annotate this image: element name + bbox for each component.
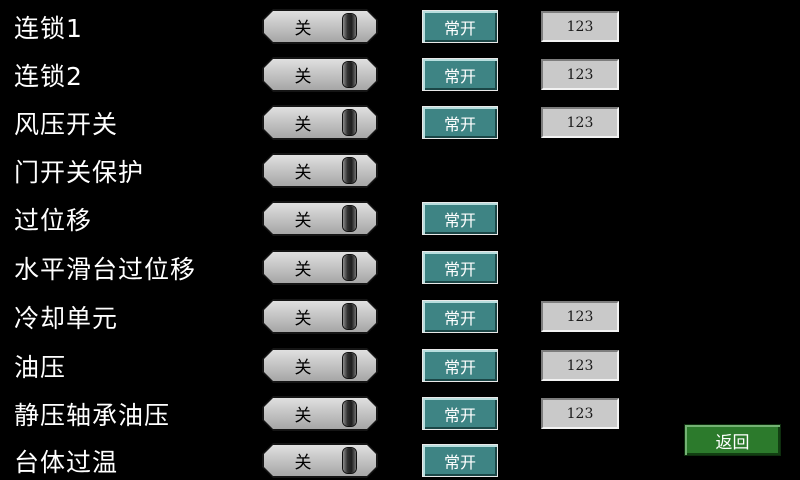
- value-field[interactable]: 123: [541, 350, 619, 381]
- normally-open-button[interactable]: 常开: [422, 397, 498, 430]
- toggle-knob-icon: [343, 14, 356, 39]
- table-row: 风压开关 关 常开 123: [0, 105, 800, 141]
- normally-open-button[interactable]: 常开: [422, 202, 498, 235]
- normally-open-button[interactable]: 常开: [422, 444, 498, 477]
- table-row: 水平滑台过位移 关 常开: [0, 250, 800, 286]
- toggle-state-label: 关: [294, 358, 312, 378]
- toggle-face: [264, 59, 376, 90]
- toggle-switch[interactable]: 关: [262, 105, 378, 140]
- row-label: 静压轴承油压: [14, 401, 171, 430]
- table-row: 台体过温 关 常开: [0, 443, 800, 479]
- table-row: 油压 关 常开 123: [0, 348, 800, 384]
- row-label: 门开关保护: [14, 158, 145, 187]
- normally-open-button[interactable]: 常开: [422, 58, 498, 91]
- toggle-knob-icon: [343, 255, 356, 280]
- row-label: 连锁1: [14, 14, 83, 43]
- normally-open-button[interactable]: 常开: [422, 300, 498, 333]
- toggle-face: [264, 350, 376, 381]
- toggle-knob-icon: [343, 353, 356, 378]
- toggle-knob-icon: [343, 448, 356, 473]
- row-label: 过位移: [14, 206, 93, 235]
- toggle-switch[interactable]: 关: [262, 396, 378, 431]
- table-row: 冷却单元 关 常开 123: [0, 299, 800, 335]
- value-field[interactable]: 123: [541, 398, 619, 429]
- toggle-state-label: 关: [294, 19, 312, 39]
- toggle-face: [264, 107, 376, 138]
- toggle-switch[interactable]: 关: [262, 57, 378, 92]
- normally-open-button[interactable]: 常开: [422, 349, 498, 382]
- toggle-state-label: 关: [294, 309, 312, 329]
- toggle-knob-icon: [343, 401, 356, 426]
- toggle-state-label: 关: [294, 260, 312, 280]
- row-label: 水平滑台过位移: [14, 255, 197, 284]
- back-button[interactable]: 返回: [684, 424, 781, 456]
- table-row: 过位移 关 常开: [0, 201, 800, 237]
- toggle-state-label: 关: [294, 67, 312, 87]
- normally-open-button[interactable]: 常开: [422, 106, 498, 139]
- row-label: 台体过温: [14, 448, 119, 477]
- toggle-face: [264, 398, 376, 429]
- toggle-face: [264, 203, 376, 234]
- normally-open-button[interactable]: 常开: [422, 251, 498, 284]
- value-field[interactable]: 123: [541, 107, 619, 138]
- toggle-knob-icon: [343, 206, 356, 231]
- toggle-knob-icon: [343, 304, 356, 329]
- normally-open-button[interactable]: 常开: [422, 10, 498, 43]
- table-row: 连锁2 关 常开 123: [0, 57, 800, 93]
- row-label: 风压开关: [14, 110, 119, 139]
- toggle-knob-icon: [343, 158, 356, 183]
- value-field[interactable]: 123: [541, 11, 619, 42]
- toggle-switch[interactable]: 关: [262, 153, 378, 188]
- toggle-switch[interactable]: 关: [262, 9, 378, 44]
- toggle-state-label: 关: [294, 211, 312, 231]
- toggle-knob-icon: [343, 110, 356, 135]
- value-field[interactable]: 123: [541, 301, 619, 332]
- toggle-face: [264, 252, 376, 283]
- toggle-face: [264, 155, 376, 186]
- toggle-face: [264, 11, 376, 42]
- toggle-switch[interactable]: 关: [262, 201, 378, 236]
- table-row: 连锁1 关 常开 123: [0, 9, 800, 45]
- toggle-state-label: 关: [294, 453, 312, 473]
- toggle-state-label: 关: [294, 406, 312, 426]
- toggle-face: [264, 445, 376, 476]
- toggle-switch[interactable]: 关: [262, 250, 378, 285]
- table-row: 静压轴承油压 关 常开 123: [0, 396, 800, 432]
- toggle-knob-icon: [343, 62, 356, 87]
- row-label: 油压: [14, 353, 67, 382]
- value-field[interactable]: 123: [541, 59, 619, 90]
- toggle-face: [264, 301, 376, 332]
- toggle-switch[interactable]: 关: [262, 348, 378, 383]
- toggle-state-label: 关: [294, 115, 312, 135]
- row-label: 连锁2: [14, 62, 83, 91]
- toggle-switch[interactable]: 关: [262, 443, 378, 478]
- row-label: 冷却单元: [14, 304, 119, 333]
- table-row: 门开关保护 关: [0, 153, 800, 189]
- toggle-state-label: 关: [294, 163, 312, 183]
- toggle-switch[interactable]: 关: [262, 299, 378, 334]
